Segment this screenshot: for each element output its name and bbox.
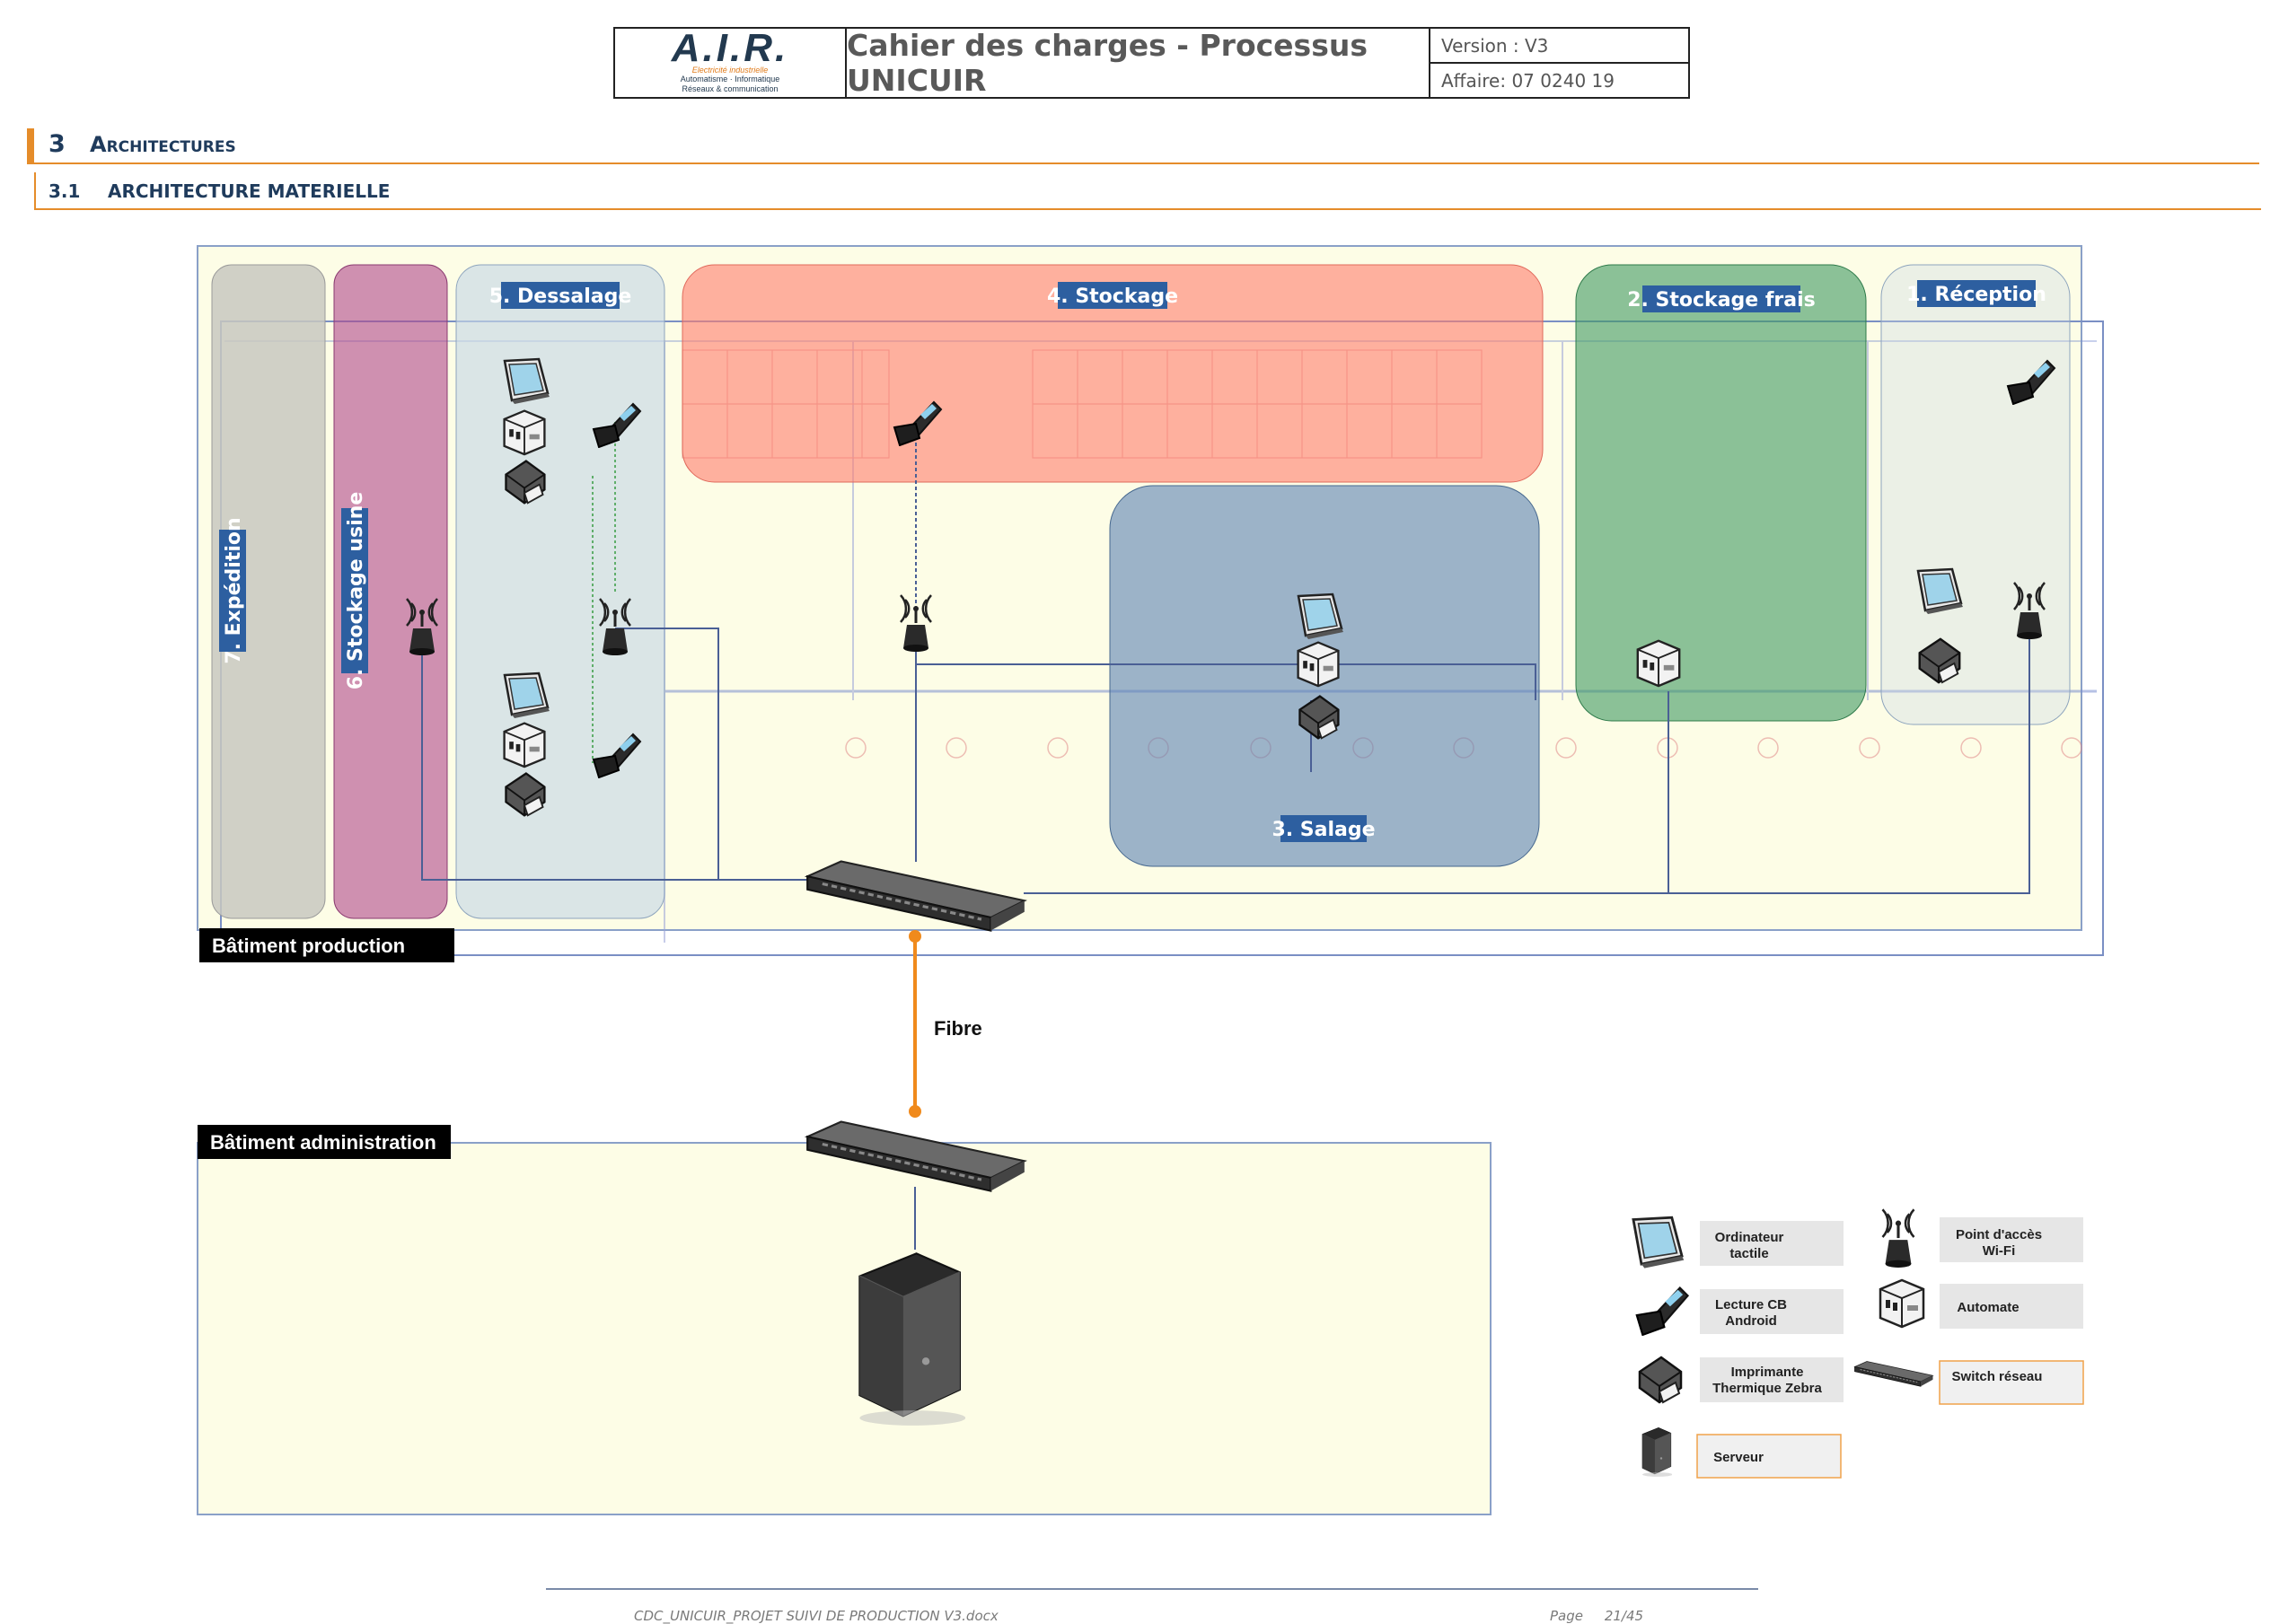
subsection-heading: 3.1 ARCHITECTURE MATERIELLE [34, 172, 2261, 210]
legend-server-icon [1641, 1426, 1672, 1478]
plc-icon [503, 409, 546, 456]
legend-tablet-icon [1632, 1216, 1685, 1270]
logo-subline: Réseaux & communication [682, 84, 779, 93]
version-label: Version : V3 [1430, 29, 1688, 64]
network-links [421, 431, 2030, 894]
svg-text:6. Stockage usine: 6. Stockage usine [345, 492, 367, 690]
section-number: 3 [48, 130, 66, 158]
legend-plc-label: Automate [1957, 1300, 2019, 1315]
legend-switch-icon [1853, 1360, 1934, 1387]
section-heading: 3 Architectures [27, 128, 2259, 164]
svg-text:2. Stockage frais: 2. Stockage frais [1627, 289, 1816, 312]
footer-page-number: Page 21/45 [1550, 1608, 1643, 1624]
logo-subline: Automatisme · Informatique [680, 75, 780, 83]
zone-label-reception: 1. Réception [1906, 280, 2046, 307]
zone-label-stockage-usine: 6. Stockage usine [341, 492, 368, 690]
plc-icon [503, 722, 546, 768]
legend-wifi-icon [1880, 1207, 1916, 1268]
zone-label-dessalage: 5. Dessalage [489, 282, 632, 309]
logo-text: A.I.R. [671, 26, 789, 70]
administration-building-label: Bâtiment administration [198, 1125, 451, 1159]
zone-stockage-frais [1575, 264, 1867, 722]
footer-rule [546, 1588, 1758, 1590]
zone-expedition [211, 264, 326, 919]
zone-label-salage: 3. Salage [1272, 815, 1376, 842]
legend-plc-icon [1879, 1278, 1925, 1329]
svg-text:1. Réception: 1. Réception [1906, 284, 2046, 306]
legend-scanner-icon [1635, 1286, 1689, 1336]
zone-label-expedition: 7. Expédition [219, 517, 246, 664]
zone-label-stockage: 4. Stockage [1047, 282, 1178, 309]
legend-printer-icon [1638, 1356, 1683, 1404]
svg-text:5. Dessalage: 5. Dessalage [489, 285, 632, 308]
document-header: A.I.R. Electricité industrielle Automati… [613, 27, 1690, 99]
subsection-number: 3.1 [48, 180, 81, 202]
production-building-label: Bâtiment production [199, 928, 454, 962]
svg-text:3. Salage: 3. Salage [1272, 819, 1375, 841]
heading-accent-bar [27, 128, 34, 162]
document-title: Cahier des charges - Processus UNICUIR [847, 28, 1430, 98]
zone-label-stockage-frais: 2. Stockage frais [1627, 285, 1816, 312]
affaire-label: Affaire: 07 0240 19 [1441, 69, 1615, 92]
page-label: Page [1550, 1608, 1583, 1624]
section-title: Architectures [90, 132, 236, 157]
svg-text:4. Stockage: 4. Stockage [1047, 285, 1178, 308]
svg-text:Bâtiment production: Bâtiment production [212, 935, 405, 957]
wireless-links [592, 422, 616, 763]
document-meta: Version : V3 Affaire: 07 0240 19 [1430, 29, 1688, 97]
zone-reception [1880, 264, 2071, 725]
logo-tagline: Electricité industrielle [691, 66, 769, 75]
company-logo: A.I.R. Electricité industrielle Automati… [615, 29, 847, 97]
plc-icon [1297, 641, 1340, 688]
plc-icon [1636, 639, 1681, 688]
zone-dessalage [455, 264, 665, 919]
administration-building [197, 1142, 1492, 1515]
page-value: 21/45 [1604, 1608, 1644, 1624]
footer-document-name: CDC_UNICUIR_PROJET SUIVI DE PRODUCTION V… [634, 1608, 999, 1624]
fibre-label: Fibre [934, 1017, 982, 1040]
svg-text:Bâtiment administration: Bâtiment administration [210, 1131, 436, 1154]
fibre-link [909, 930, 921, 1118]
zone-stockage-usine [333, 264, 448, 919]
svg-text:7. Expédition: 7. Expédition [223, 517, 245, 663]
legend-switch-label: Switch réseau [1952, 1369, 2043, 1384]
legend-server-label: Serveur [1713, 1450, 1764, 1465]
subsection-title: ARCHITECTURE MATERIELLE [108, 180, 391, 202]
